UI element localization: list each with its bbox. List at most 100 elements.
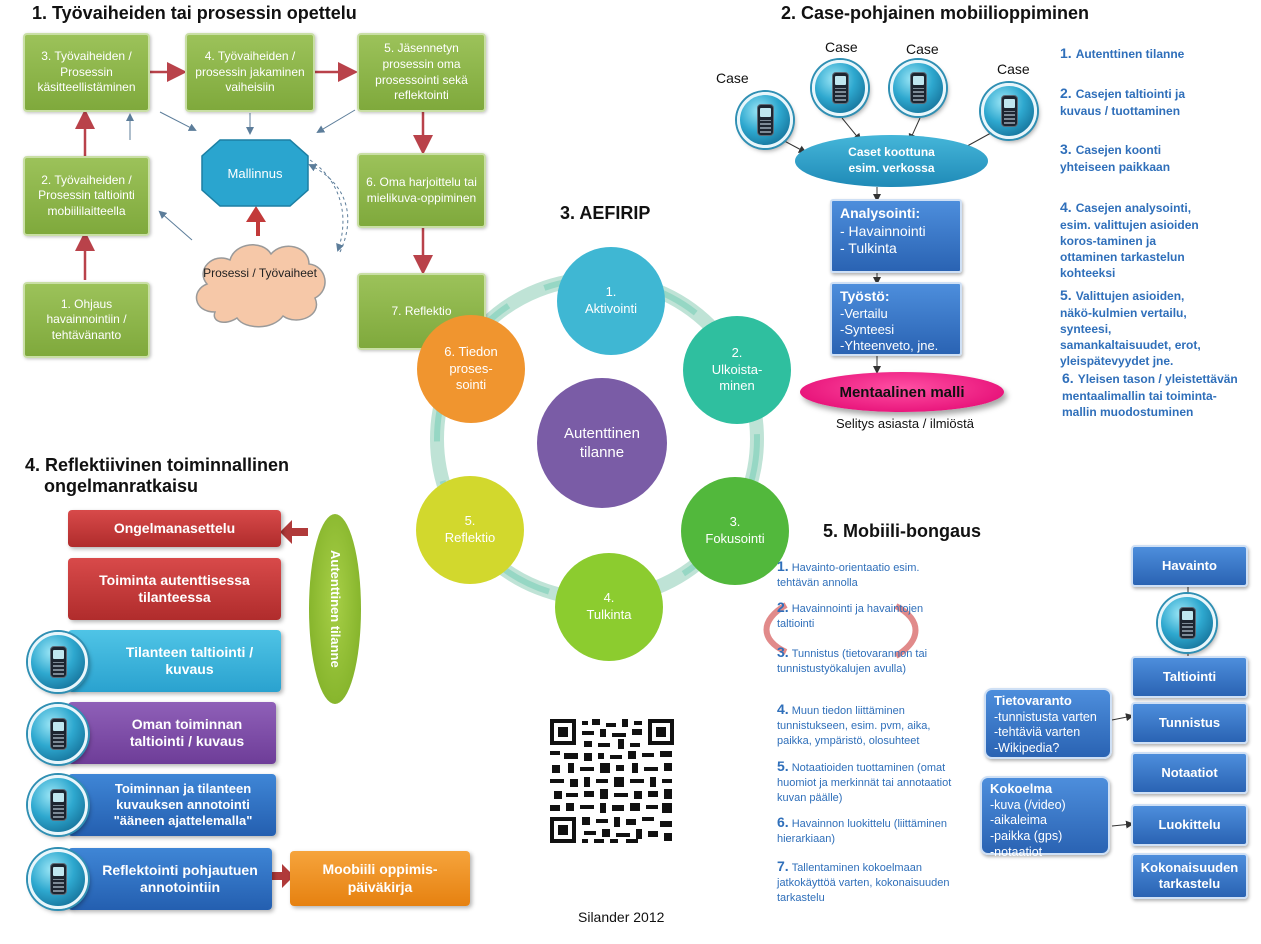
diary-box: Moobiili oppimis-päiväkirja	[290, 851, 470, 906]
step-text: Notaatioiden tuottaminen (omat huomiot j…	[777, 762, 952, 804]
step-number: 4.	[1060, 199, 1072, 215]
koko-title: Kokoelma	[990, 781, 1053, 796]
step2-box: 2. Työvaiheiden / Prosessin taltiointi m…	[23, 156, 150, 236]
s5-step-3: 3.Tunnistus (tietovarannon tai tunnistus…	[777, 643, 942, 677]
koko-item: -notaatiot	[990, 844, 1043, 859]
s2-step-1: 1.Autenttinen tilanne	[1060, 44, 1220, 63]
credit: Silander 2012	[578, 909, 665, 925]
section4-title-l2: ongelmanratkaisu	[44, 475, 199, 496]
flow-tunnistus: Tunnistus	[1131, 702, 1248, 744]
case-label: Case	[906, 41, 939, 57]
flow-taltiointi: Taltiointi	[1131, 656, 1248, 698]
flow-kokonaisuus: Kokonaisuuden tarkastelu	[1131, 853, 1248, 899]
koko-item: -kuva (/video)	[990, 797, 1066, 812]
aefirip-node-5: 5.Reflektio	[416, 476, 524, 584]
section1-title: 1. Työvaiheiden tai prosessin opettelu	[32, 3, 357, 23]
mental-model-ellipse: Mentaalinen malli	[800, 372, 1004, 412]
step-number: 2.	[1060, 85, 1072, 101]
flow-luokittelu: Luokittelu	[1131, 804, 1248, 846]
step-text: Tallentaminen kokoelmaan jatkokäyttöä va…	[777, 862, 950, 904]
case-label: Case	[716, 70, 749, 86]
kokoelma-box: Kokoelma -kuva (/video) -aikaleima -paik…	[980, 776, 1110, 859]
thin-arrow	[159, 111, 197, 131]
step6-box: 6. Oma harjoittelu tai mielikuva-oppimin…	[357, 153, 486, 228]
s2-step-2: 2.Casejen taltiointi ja kuvaus / tuottam…	[1060, 84, 1210, 119]
flow-notaatiot: Notaatiot	[1131, 752, 1248, 794]
own-action-record-box: Oman toiminnan taltiointi / kuvaus	[68, 702, 276, 764]
phone-icon	[28, 632, 88, 692]
koko-item: -aikaleima	[990, 813, 1047, 828]
node-label: Reflektio	[444, 530, 496, 545]
section4-title-l1: 4. Reflektiivinen toiminnallinen	[25, 455, 290, 475]
case-label: Case	[997, 61, 1030, 77]
section5-title: 5. Mobiili-bongaus	[823, 521, 981, 541]
s5-step-7: 7.Tallentaminen kokoelmaan jatkokäyttöä …	[777, 857, 957, 906]
flow-havainto: Havainto	[1131, 545, 1248, 587]
node-num: 6.	[444, 343, 456, 359]
step-number: 1.	[1060, 45, 1072, 61]
phone-icon	[812, 60, 868, 116]
tieto-item: -tunnistusta varten	[994, 709, 1097, 724]
step-number: 5.	[777, 758, 789, 774]
step-number: 7.	[777, 858, 789, 874]
phone-icon	[890, 60, 946, 116]
phone-icon	[737, 92, 793, 148]
step-text: Muun tiedon liittäminen tunnistukseen, e…	[777, 705, 931, 747]
process-cloud	[195, 244, 326, 328]
aefirip-node-3: 3.Fokusointi	[681, 477, 789, 585]
section3-title: 3. AEFIRIP	[560, 203, 651, 223]
node-label: Ulkoista-minen	[711, 361, 763, 394]
work-title: Työstö:	[840, 288, 890, 304]
tieto-item: -Wikipedia?	[994, 740, 1060, 755]
center-label: Autenttinen tilanne	[564, 424, 640, 462]
mallinnus-octagon	[201, 139, 309, 207]
step-text: Casejen analysointi, esim. valittujen as…	[1060, 201, 1199, 281]
thin-arrow	[316, 109, 356, 134]
step-text: Havainnointi ja havaintojen taltiointi	[777, 603, 924, 630]
node-num: 5.	[464, 513, 476, 529]
cloud-label: Prosessi / Työvaiheet	[203, 266, 317, 280]
thin-arrow	[158, 210, 193, 241]
aefirip-node-4: 4.Tulkinta	[555, 553, 663, 661]
aefirip-node-1: 1.Aktivointi	[557, 247, 665, 355]
curved-arrow-left	[763, 602, 788, 655]
tieto-connector	[1111, 713, 1134, 722]
node-label: Aktivointi	[584, 301, 638, 316]
analysis-item: - Tulkinta	[840, 240, 897, 256]
mallinnus-label: Mallinnus	[227, 165, 283, 181]
s5-step-5: 5.Notaatioiden tuottaminen (omat huomiot…	[777, 757, 957, 806]
node-num: 2.	[731, 344, 743, 360]
case-label: Case	[825, 39, 858, 55]
node-label: Tulkinta	[586, 607, 632, 622]
tietovaranto-box: Tietovaranto -tunnistusta varten -tehtäv…	[984, 688, 1112, 759]
s2-step-4: 4.Casejen analysointi, esim. valittujen …	[1060, 198, 1210, 282]
analysis-box: Analysointi: - Havainnointi - Tulkinta	[830, 199, 962, 273]
phone-icon	[981, 83, 1037, 139]
step-number: 6.	[1062, 370, 1074, 386]
s5-step-6: 6.Havainnon luokittelu (liittäminen hier…	[777, 813, 947, 847]
situation-record-box: Tilanteen taltiointi / kuvaus	[68, 630, 281, 692]
step-text: Valittujen asioiden, näkö-kulmien vertai…	[1060, 289, 1201, 369]
node-label: Tiedon proses-sointi	[449, 343, 498, 393]
step-number: 3.	[1060, 141, 1072, 157]
work-item: -Synteesi	[840, 321, 895, 337]
up-arrow	[246, 206, 266, 236]
step3-box: 3. Työvaiheiden / Prosessin käsitteellis…	[23, 33, 150, 112]
work-item: -Yhteenveto, jne.	[840, 338, 939, 353]
step-text: Yleisen tason / yleistettävän mentaalima…	[1062, 372, 1238, 420]
work-item: -Vertailu	[840, 305, 888, 321]
step-number: 4.	[777, 701, 789, 717]
node-num: 3.	[729, 514, 741, 530]
curved-arrow-right	[894, 603, 919, 659]
step-text: Havainto-orientaatio esim. tehtävän anno…	[777, 562, 920, 589]
step-text: Tunnistus (tietovarannon tai tunnistusty…	[777, 648, 928, 675]
aefirip-node-2: 2.Ulkoista-minen	[683, 316, 791, 424]
phone-icon	[28, 704, 88, 764]
authentic-action-box: Toiminta autenttisessa tilanteessa	[68, 558, 281, 620]
step5-box: 5. Jäsennetyn prosessin oma prosessointi…	[357, 33, 486, 112]
s2-step-5: 5.Valittujen asioiden, näkö-kulmien vert…	[1060, 286, 1210, 370]
s2-step-6: 6.Yleisen tason / yleistettävän mentaali…	[1062, 369, 1242, 420]
step-text: Havainnon luokittelu (liittäminen hierar…	[777, 818, 947, 845]
arrow-to-diary	[272, 864, 294, 888]
step-number: 2.	[777, 599, 789, 615]
